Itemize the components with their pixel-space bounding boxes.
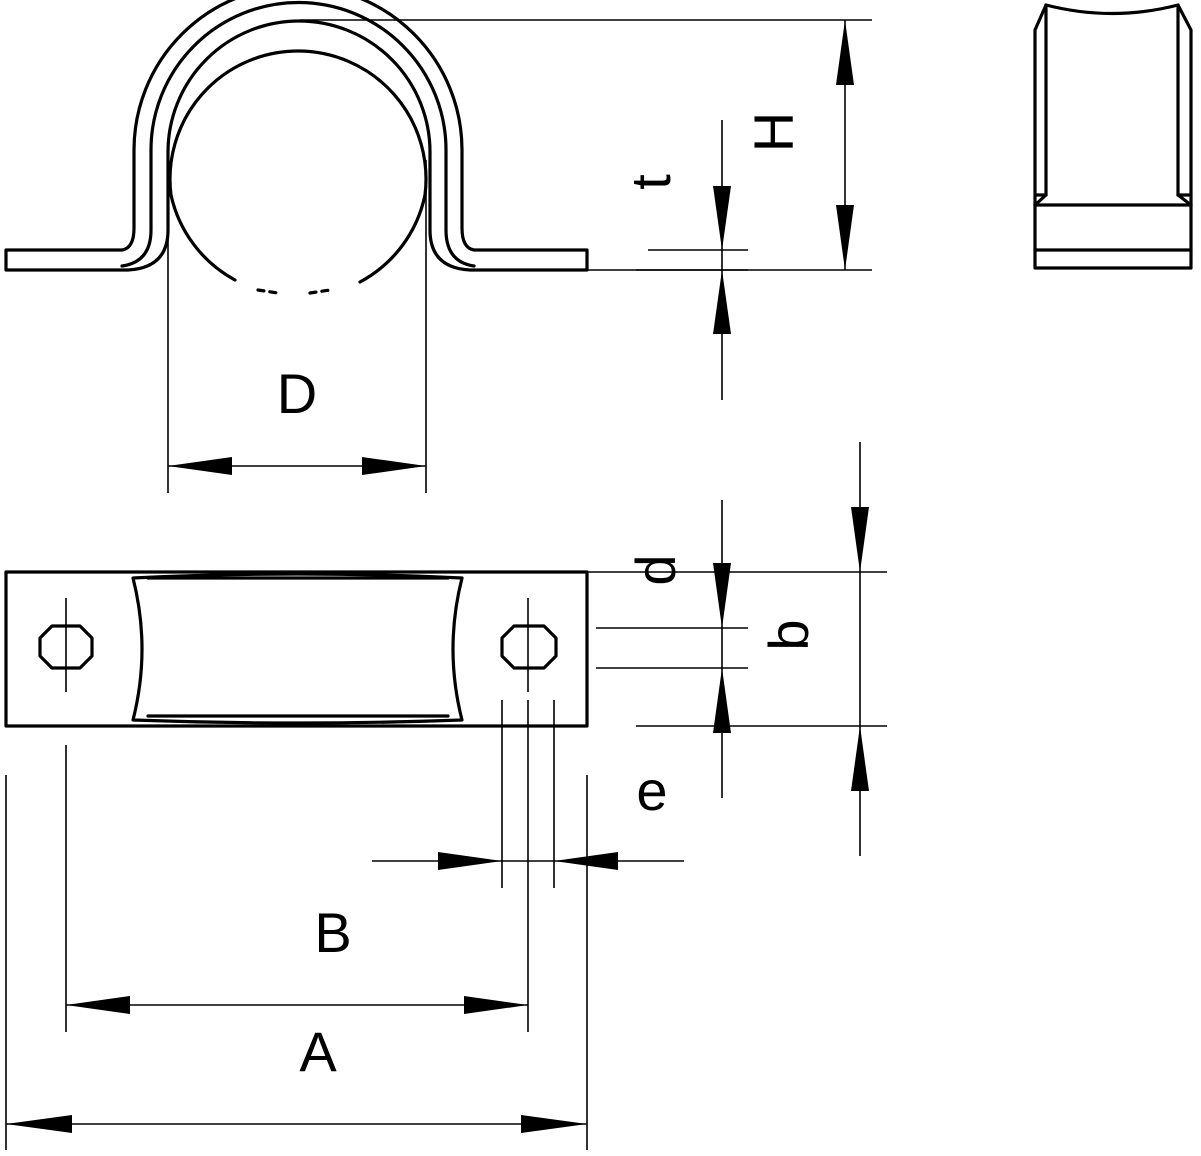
pipe-outline-lower-right bbox=[358, 193, 427, 284]
label-B: B bbox=[314, 901, 351, 964]
mounting-hole-right bbox=[500, 624, 558, 670]
d-arrow-top bbox=[713, 563, 731, 628]
side-view-chamfer-left bbox=[1033, 193, 1048, 207]
D-arrow-left bbox=[168, 457, 232, 475]
B-arrow-right bbox=[464, 996, 528, 1014]
A-arrow-right bbox=[521, 1115, 587, 1133]
e-arrow-left bbox=[438, 852, 502, 870]
e-arrow-right bbox=[554, 852, 618, 870]
D-arrow-right bbox=[362, 457, 426, 475]
pipe-outline-bottom-dash bbox=[256, 288, 332, 295]
side-view-outline bbox=[1033, 3, 1193, 270]
label-t: t bbox=[619, 174, 682, 190]
d-arrow-bottom bbox=[713, 668, 731, 733]
front-view: H t D bbox=[4, 0, 872, 493]
strap-outline bbox=[131, 572, 464, 725]
t-arrow-top bbox=[713, 186, 731, 250]
t-arrow-bottom bbox=[713, 270, 731, 334]
side-view-chamfer-right bbox=[1176, 193, 1193, 207]
label-d: d bbox=[624, 554, 687, 585]
label-D: D bbox=[277, 362, 317, 425]
label-A: A bbox=[299, 1020, 337, 1083]
label-H: H bbox=[742, 112, 805, 152]
B-arrow-left bbox=[66, 996, 130, 1014]
side-view bbox=[1033, 3, 1193, 270]
b-arrow-top bbox=[851, 507, 869, 572]
pipe-outline bbox=[168, 49, 428, 197]
label-b: b bbox=[757, 619, 820, 650]
A-arrow-left bbox=[6, 1115, 72, 1133]
b-arrow-bottom bbox=[851, 726, 869, 791]
pipe-outline-lower-left bbox=[169, 193, 237, 282]
h-arrow-bottom bbox=[836, 205, 854, 270]
label-e: e bbox=[636, 759, 667, 822]
clamp-inner-strap-line bbox=[120, 0, 476, 268]
clamp-outer-profile bbox=[4, 0, 589, 272]
mounting-hole-left bbox=[38, 624, 94, 670]
h-arrow-top bbox=[836, 20, 854, 85]
top-view: d b e B A bbox=[4, 442, 887, 1150]
base-plate-outline bbox=[4, 570, 589, 728]
